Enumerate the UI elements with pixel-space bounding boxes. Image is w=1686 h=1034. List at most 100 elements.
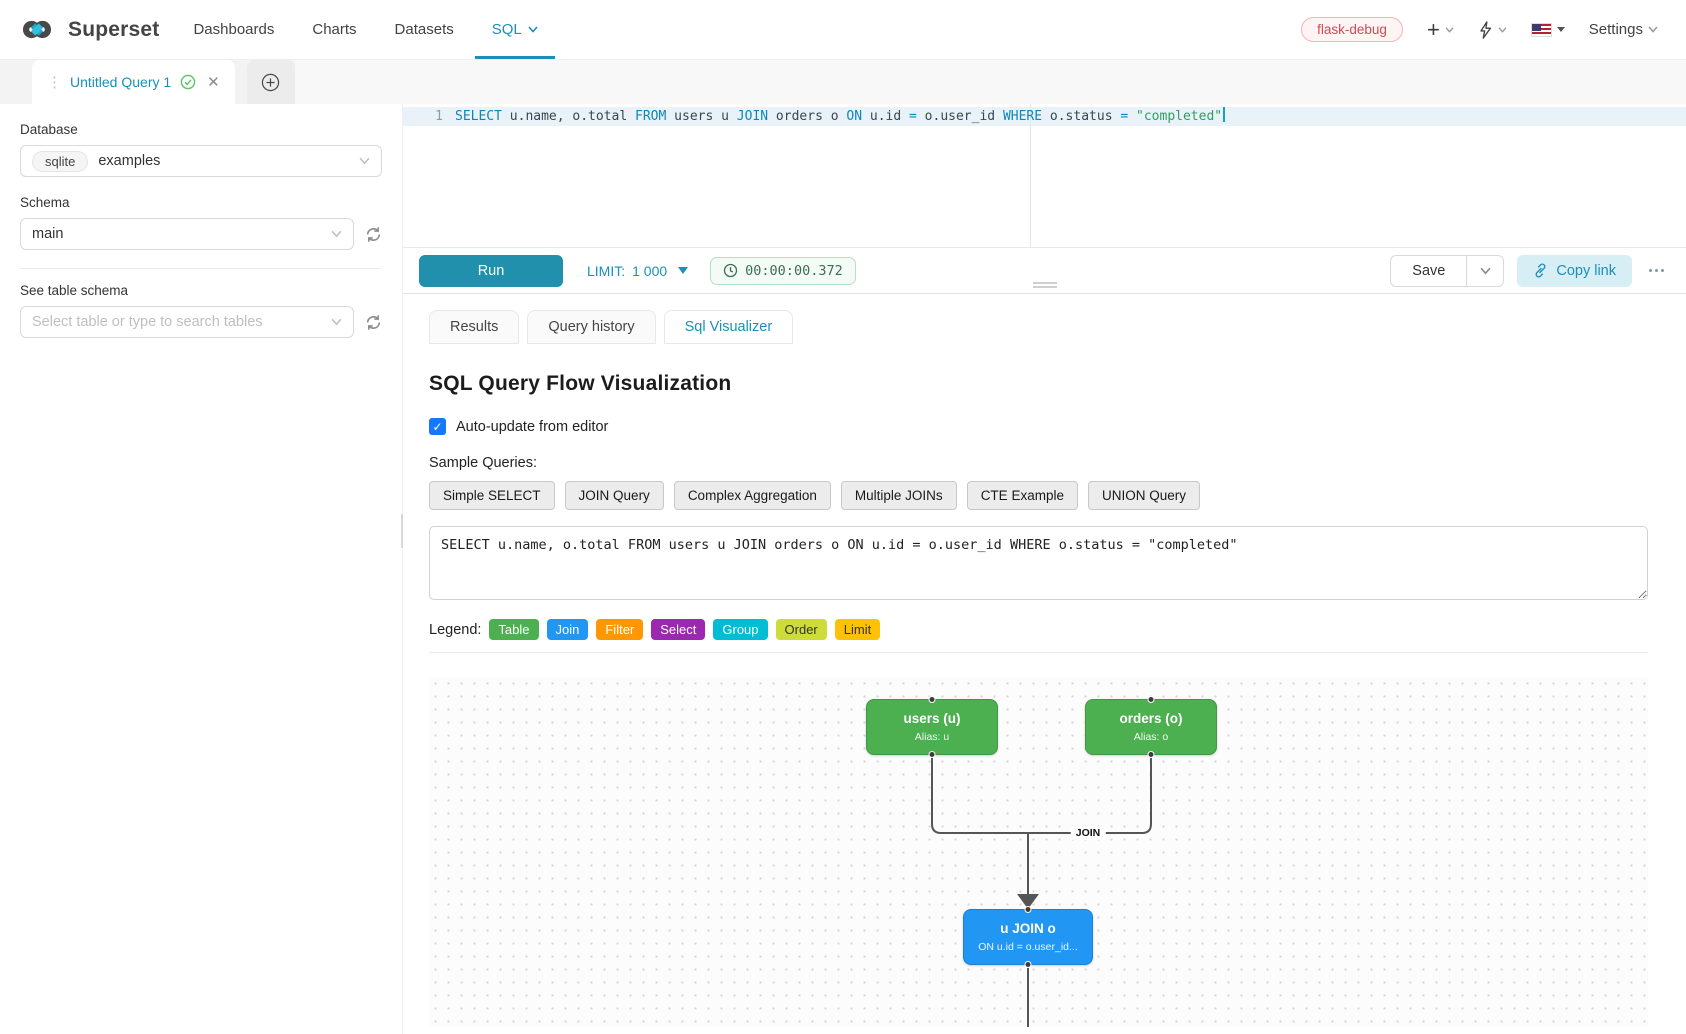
link-icon xyxy=(1535,263,1546,278)
schema-value: main xyxy=(32,226,64,242)
panel-resize-handle[interactable] xyxy=(1032,280,1057,290)
editor-cursor xyxy=(1223,107,1226,122)
visualizer-query-input[interactable]: SELECT u.name, o.total FROM users u JOIN… xyxy=(429,526,1648,600)
sqllab-main: 1 SELECT u.name, o.total FROM users u JO… xyxy=(403,104,1686,1034)
refresh-icon[interactable] xyxy=(365,314,382,331)
node-subtitle: Alias: o xyxy=(1133,731,1169,743)
language-picker[interactable] xyxy=(1530,22,1565,37)
node-handle[interactable] xyxy=(928,751,936,758)
chevron-down-icon xyxy=(331,318,342,326)
nav-item-charts[interactable]: Charts xyxy=(312,21,357,38)
plus-icon: + xyxy=(1426,16,1440,42)
node-handle[interactable] xyxy=(1147,696,1155,703)
auto-update-checkbox[interactable]: ✓ xyxy=(429,418,446,435)
flow-node-users[interactable]: users (u) Alias: u xyxy=(866,696,998,758)
navbar: Superset Dashboards Charts Datasets SQL fl… xyxy=(0,0,1686,60)
copy-link-button[interactable]: Copy link xyxy=(1517,254,1632,287)
sql-token: o.user_id xyxy=(916,109,1003,124)
tab-bar-filler xyxy=(294,60,1686,104)
limit-value: 1 000 xyxy=(632,262,668,279)
sql-token: SELECT xyxy=(455,109,502,124)
editor-code-line: SELECT u.name, o.total FROM users u JOIN… xyxy=(455,107,1226,126)
sample-query-button-simple-select[interactable]: Simple SELECT xyxy=(429,481,555,510)
sql-token: orders o xyxy=(768,109,847,124)
nav-item-sql[interactable]: SQL xyxy=(474,0,555,59)
flow-canvas[interactable]: users (u) Alias: u orders (o) Alias: o u… xyxy=(429,677,1648,1027)
sample-query-button-multiple-joins[interactable]: Multiple JOINs xyxy=(840,481,957,510)
sample-query-button-complex-aggregation[interactable]: Complex Aggregation xyxy=(673,481,831,510)
tab-bar-spacer xyxy=(0,60,32,104)
legend-badge-group: Group xyxy=(713,619,768,640)
flow-node-join[interactable]: u JOIN o ON u.id = o.user_id... xyxy=(963,906,1093,968)
database-value: examples xyxy=(98,153,161,169)
auto-update-label: Auto-update from editor xyxy=(456,418,609,435)
chevron-down-icon xyxy=(1498,26,1507,33)
tab-query-history[interactable]: Query history xyxy=(527,310,656,344)
save-button[interactable]: Save xyxy=(1412,262,1446,279)
sql-token: FROM xyxy=(635,109,667,124)
flow-node-orders[interactable]: orders (o) Alias: o xyxy=(1085,696,1217,758)
database-select[interactable]: sqlite examples xyxy=(20,145,382,177)
sql-visualizer-panel: SQL Query Flow Visualization ✓ Auto-upda… xyxy=(429,344,1648,1027)
node-handle[interactable] xyxy=(1024,961,1032,968)
auto-update-row: ✓ Auto-update from editor xyxy=(429,418,1648,435)
lightning-icon xyxy=(1480,20,1491,39)
node-handle[interactable] xyxy=(928,696,936,703)
sample-query-button-join-query[interactable]: JOIN Query xyxy=(564,481,664,510)
limit-label: LIMIT: xyxy=(587,262,626,279)
tab-results[interactable]: Results xyxy=(429,310,520,344)
table-schema-label: See table schema xyxy=(20,283,129,298)
more-actions-button[interactable] xyxy=(1645,265,1668,276)
sidebar-divider xyxy=(20,268,382,269)
add-query-tab-button[interactable] xyxy=(246,60,295,104)
editor-print-margin xyxy=(1030,104,1031,247)
node-handle[interactable] xyxy=(1147,751,1155,758)
save-options-button[interactable] xyxy=(1466,255,1503,286)
nav-item-datasets[interactable]: Datasets xyxy=(394,21,454,38)
drag-handle-icon[interactable]: ⋮ xyxy=(47,74,62,91)
chevron-down-icon xyxy=(528,26,538,33)
sample-query-button-union-query[interactable]: UNION Query xyxy=(1087,481,1200,510)
new-item-menu[interactable]: + xyxy=(1426,16,1454,42)
nav-item-dashboards[interactable]: Dashboards xyxy=(193,21,275,38)
legend-badge-select: Select xyxy=(651,619,706,640)
editor-active-line xyxy=(403,107,1686,126)
superset-logo[interactable]: Superset xyxy=(16,16,159,43)
legend-badge-limit: Limit xyxy=(834,619,881,640)
limit-dropdown[interactable]: LIMIT: 1 000 xyxy=(587,262,689,279)
sidebar-resize-handle[interactable] xyxy=(401,514,404,548)
node-subtitle: Alias: u xyxy=(914,731,950,743)
node-subtitle: ON u.id = o.user_id... xyxy=(978,941,1078,953)
run-button[interactable]: Run xyxy=(419,254,563,287)
node-handle[interactable] xyxy=(1024,906,1032,913)
timer-value: 00:00:00.372 xyxy=(745,262,843,279)
query-tab-active[interactable]: ⋮ Untitled Query 1 ✕ xyxy=(32,60,235,104)
chevron-down-icon xyxy=(1445,26,1454,33)
settings-menu[interactable]: Settings xyxy=(1589,21,1658,38)
chevron-down-icon xyxy=(359,157,370,165)
navbar-right: flask-debug + Settings xyxy=(1301,17,1658,42)
visualizer-divider xyxy=(429,652,1648,653)
node-title: orders (o) xyxy=(1119,711,1183,726)
sample-queries-label: Sample Queries: xyxy=(429,455,537,471)
close-icon[interactable]: ✕ xyxy=(207,74,220,91)
legend-badge-table: Table xyxy=(489,619,539,640)
table-select[interactable]: Select table or type to search tables xyxy=(20,306,354,338)
copy-link-label: Copy link xyxy=(1556,262,1616,279)
caret-down-icon xyxy=(678,267,689,274)
sql-token xyxy=(1128,109,1136,124)
query-search-menu[interactable] xyxy=(1478,20,1507,39)
sql-token: u.id xyxy=(862,109,910,124)
tab-sql-visualizer[interactable]: Sql Visualizer xyxy=(663,310,794,344)
sql-token: WHERE xyxy=(1002,109,1043,124)
query-tab-title: Untitled Query 1 xyxy=(70,74,172,90)
sql-token: u.name, o.total xyxy=(501,109,636,124)
sql-editor[interactable]: 1 SELECT u.name, o.total FROM users u JO… xyxy=(403,104,1686,248)
schema-select[interactable]: main xyxy=(20,218,354,250)
refresh-icon[interactable] xyxy=(365,226,382,243)
plus-circle-icon xyxy=(262,73,280,91)
database-label: Database xyxy=(20,122,78,137)
sample-query-button-cte-example[interactable]: CTE Example xyxy=(966,481,1078,510)
